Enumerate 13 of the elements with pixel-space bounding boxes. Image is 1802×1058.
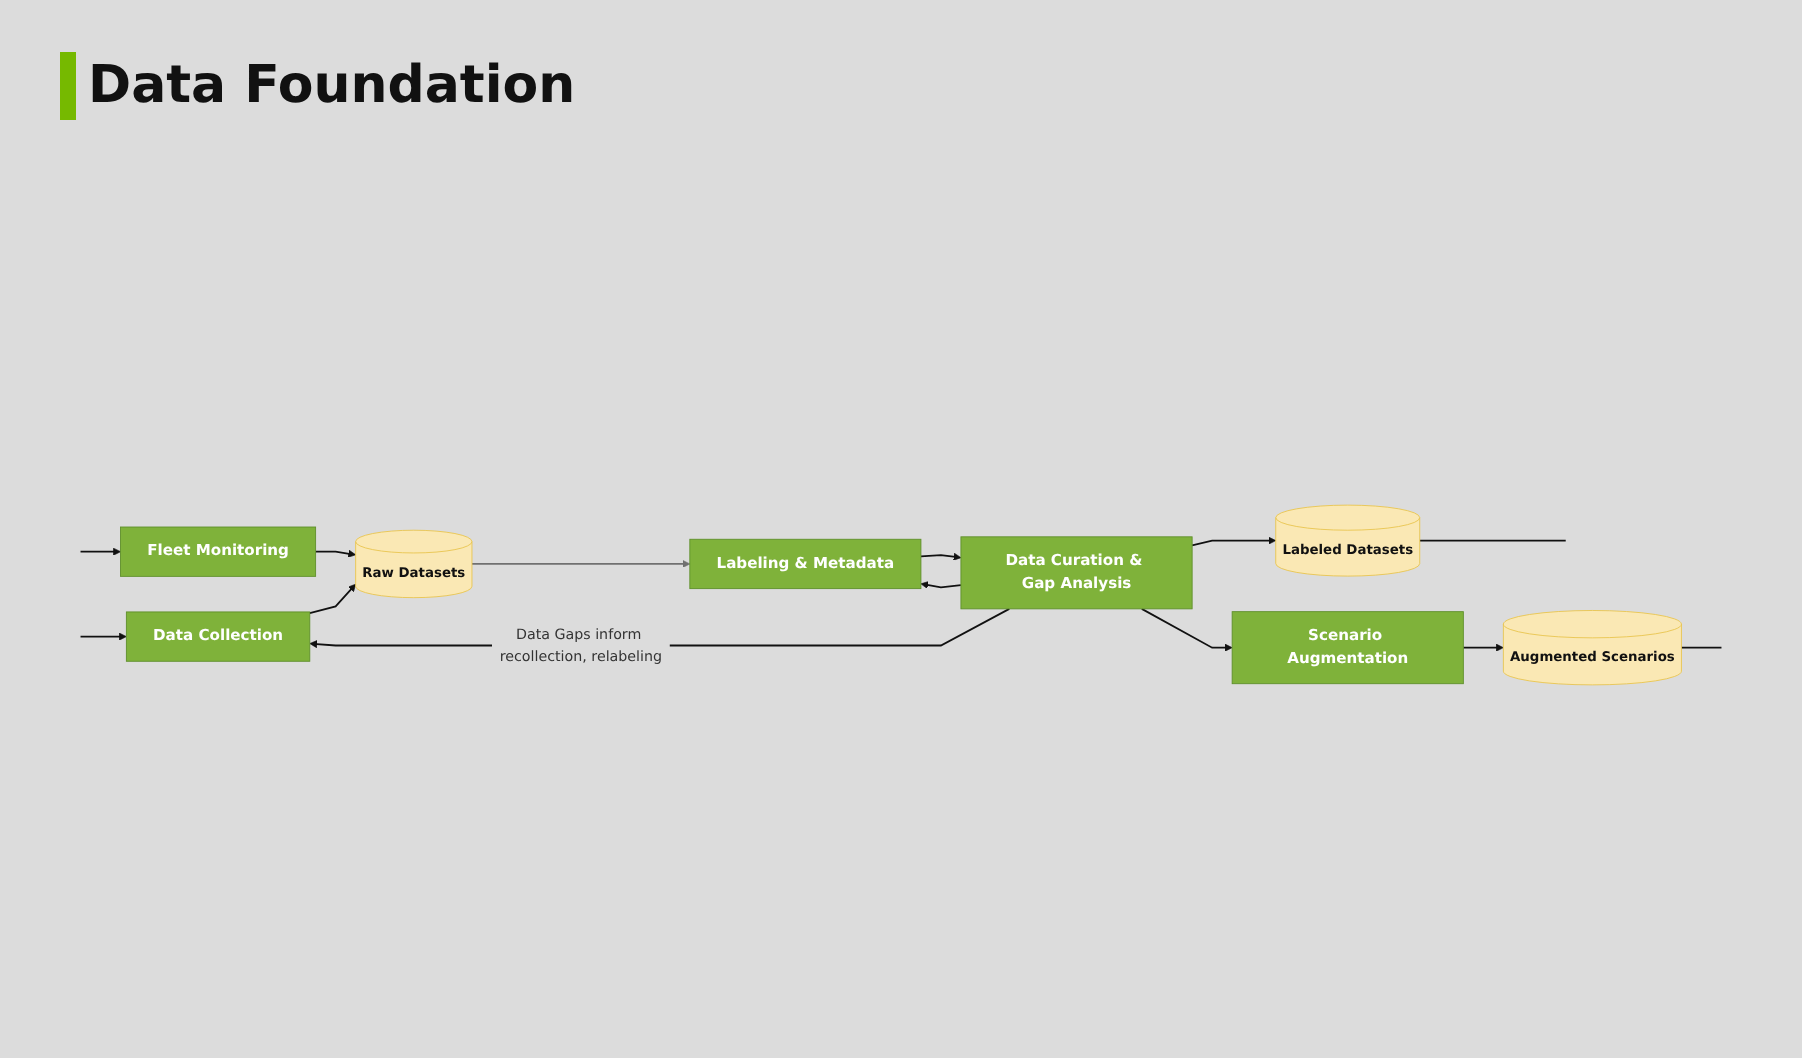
arrow [308, 582, 356, 613]
arrow [920, 580, 962, 588]
arrow [1140, 606, 1233, 651]
connector [1680, 645, 1723, 648]
diagram-title: Data Foundation [60, 52, 576, 120]
arrow [471, 559, 691, 567]
connector [1418, 538, 1567, 541]
arrow [920, 551, 962, 560]
arrow [79, 546, 121, 555]
arrow [1462, 642, 1504, 651]
arrow [314, 548, 356, 557]
arrow [79, 631, 127, 640]
arrow [1191, 535, 1277, 546]
